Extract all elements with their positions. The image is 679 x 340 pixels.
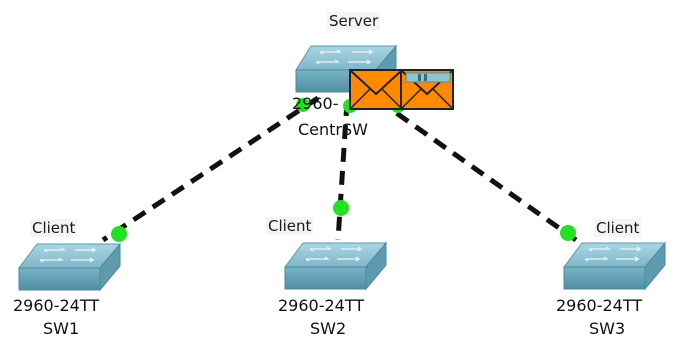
- link-up-dot: [333, 200, 349, 216]
- pdu-envelope-icon-1[interactable]: [349, 69, 403, 110]
- switch-icon-sw3[interactable]: [563, 241, 667, 291]
- link-up-dot: [560, 225, 576, 241]
- link-centrsw-sw1[interactable]: [101, 95, 320, 243]
- model-label-sw3: 2960-24TT: [556, 296, 643, 315]
- switch-icon-sw2[interactable]: [284, 241, 388, 291]
- links-layer: [101, 95, 578, 243]
- switch-icon-sw1[interactable]: [18, 242, 122, 292]
- name-label-sw2[interactable]: SW2: [310, 319, 347, 338]
- link-centrsw-sw2[interactable]: [335, 101, 350, 241]
- role-label-sw2: Client: [266, 217, 314, 235]
- pdu-envelope-icon-2[interactable]: [400, 69, 454, 110]
- model-label-centrsw: 2960-: [292, 94, 339, 113]
- link-up-dot: [296, 98, 310, 112]
- role-label-sw3: Client: [594, 219, 642, 237]
- name-label-sw1[interactable]: SW1: [43, 319, 80, 338]
- model-label-sw2: 2960-24TT: [278, 296, 365, 315]
- role-label-sw1: Client: [30, 219, 78, 237]
- model-label-sw1: 2960-24TT: [13, 296, 100, 315]
- link-up-dot: [111, 226, 127, 242]
- name-label-sw3[interactable]: SW3: [589, 319, 626, 338]
- name-label-centrsw[interactable]: CentrSW: [298, 120, 368, 139]
- role-label-centrsw: Server: [327, 12, 381, 30]
- link-centrsw-sw3[interactable]: [376, 97, 578, 243]
